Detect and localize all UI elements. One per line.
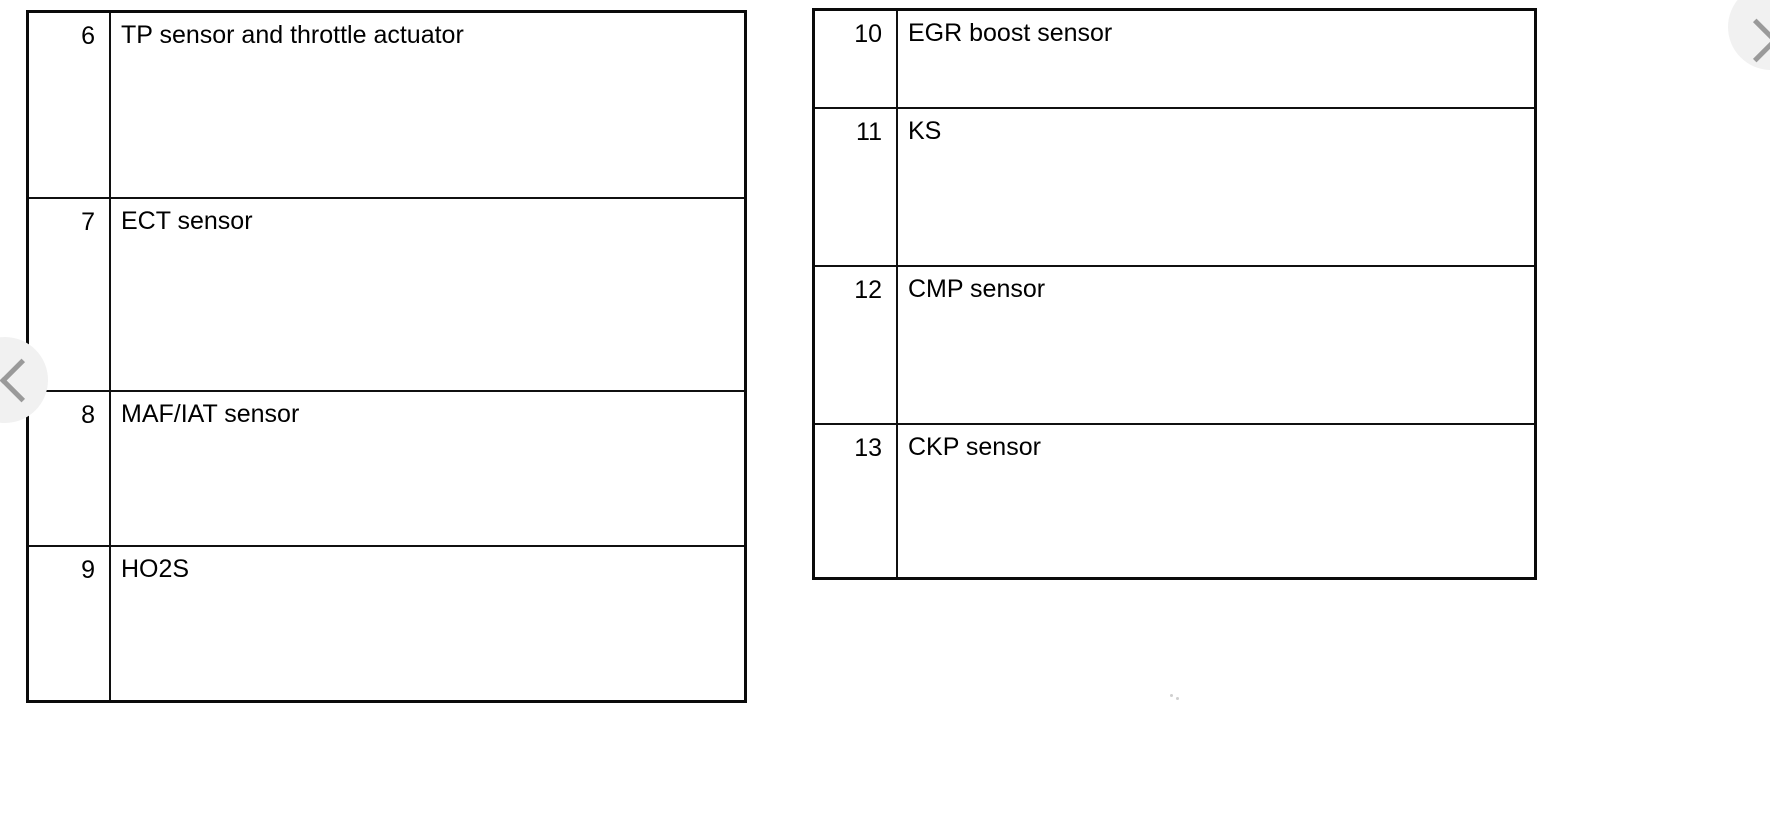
row-number-cell: 12 [815, 267, 898, 423]
table-row: 8 MAF/IAT sensor [29, 392, 744, 547]
row-number-cell: 6 [29, 13, 111, 197]
row-component-cell: ECT sensor [121, 207, 253, 235]
table-row: 13 CKP sensor [815, 425, 1534, 577]
table-row: 6 TP sensor and throttle actuator [29, 13, 744, 199]
scan-speckle [1176, 697, 1179, 700]
row-component-cell: TP sensor and throttle actuator [121, 21, 464, 49]
scan-speckle [1170, 694, 1173, 697]
table-row: 10 EGR boost sensor [815, 11, 1534, 109]
row-number-cell: 11 [815, 109, 898, 265]
next-page-button[interactable] [1728, 0, 1770, 70]
row-number-cell: 13 [815, 425, 898, 577]
table-row: 7 ECT sensor [29, 199, 744, 392]
row-number-cell: 10 [815, 11, 898, 107]
row-component-cell: CKP sensor [908, 433, 1041, 461]
row-component-cell: CMP sensor [908, 275, 1046, 303]
row-number-cell: 8 [29, 392, 111, 545]
row-component-cell: MAF/IAT sensor [121, 400, 300, 428]
table-row: 9 HO2S [29, 547, 744, 700]
row-number-cell: 9 [29, 547, 111, 700]
sensor-table-right: 10 EGR boost sensor 11 KS 12 CMP sensor … [812, 8, 1537, 580]
chevron-left-icon [0, 358, 43, 402]
row-number-cell: 7 [29, 199, 111, 390]
row-component-cell: KS [908, 117, 942, 145]
table-row: 11 KS [815, 109, 1534, 267]
row-component-cell: HO2S [121, 555, 190, 583]
chevron-right-icon [1734, 18, 1770, 62]
row-component-cell: EGR boost sensor [908, 19, 1113, 47]
table-row: 12 CMP sensor [815, 267, 1534, 425]
sensor-table-left: 6 TP sensor and throttle actuator 7 ECT … [26, 10, 747, 703]
